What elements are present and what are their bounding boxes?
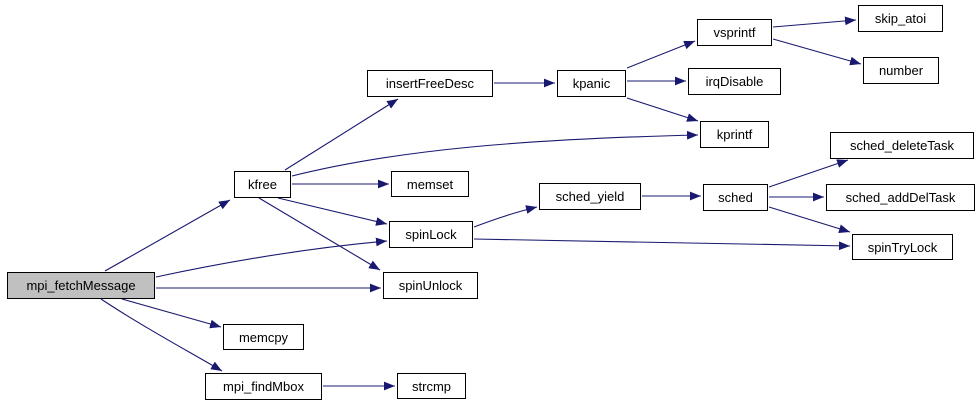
node-mpi_fetchMessage: mpi_fetchMessage (7, 272, 155, 299)
edge-kfree-spinLock (277, 197, 388, 226)
node-kpanic[interactable]: kpanic (557, 70, 626, 97)
node-kfree[interactable]: kfree (234, 171, 291, 198)
node-sched_addDelTask[interactable]: sched_addDelTask (826, 184, 975, 211)
edge-vsprintf-skip_atoi (772, 16, 857, 28)
node-sched[interactable]: sched (703, 184, 768, 211)
edge-mpi_fetchMessage-memcpy (121, 298, 222, 329)
edge-kfree-spinUnlock (258, 197, 381, 271)
node-spinUnlock[interactable]: spinUnlock (383, 272, 478, 299)
node-vsprintf[interactable]: vsprintf (697, 19, 772, 46)
edge-spinLock-sched_yield (473, 205, 538, 228)
edge-mpi_fetchMessage-kfree (104, 199, 231, 272)
edge-kfree-kprintf (291, 130, 699, 177)
edge-kfree-insertFreeDesc (284, 98, 399, 171)
node-memset[interactable]: memset (391, 171, 469, 197)
node-kprintf[interactable]: kprintf (700, 121, 769, 148)
edge-vsprintf-number (772, 38, 862, 66)
edge-spinLock-spinTryLock (473, 238, 851, 251)
node-insertFreeDesc[interactable]: insertFreeDesc (367, 70, 493, 97)
node-memcpy[interactable]: memcpy (223, 324, 304, 350)
node-irqDisable[interactable]: irqDisable (688, 68, 781, 95)
node-sched_deleteTask[interactable]: sched_deleteTask (830, 132, 974, 159)
node-skip_atoi[interactable]: skip_atoi (858, 5, 943, 32)
node-strcmp[interactable]: strcmp (397, 373, 466, 399)
edge-mpi_fetchMessage-spinLock (155, 237, 388, 278)
edge-kpanic-kprintf (626, 97, 699, 122)
node-number[interactable]: number (863, 57, 939, 84)
node-mpi_findMbox[interactable]: mpi_findMbox (205, 373, 322, 400)
node-sched_yield[interactable]: sched_yield (539, 183, 641, 210)
node-spinTryLock[interactable]: spinTryLock (852, 234, 953, 260)
edge-sched-sched_deleteTask (768, 159, 849, 188)
node-spinLock[interactable]: spinLock (389, 221, 473, 248)
edge-kpanic-vsprintf (626, 40, 696, 69)
edge-mpi_fetchMessage-mpi_findMbox (100, 298, 223, 372)
edge-sched-spinTryLock (768, 206, 851, 233)
